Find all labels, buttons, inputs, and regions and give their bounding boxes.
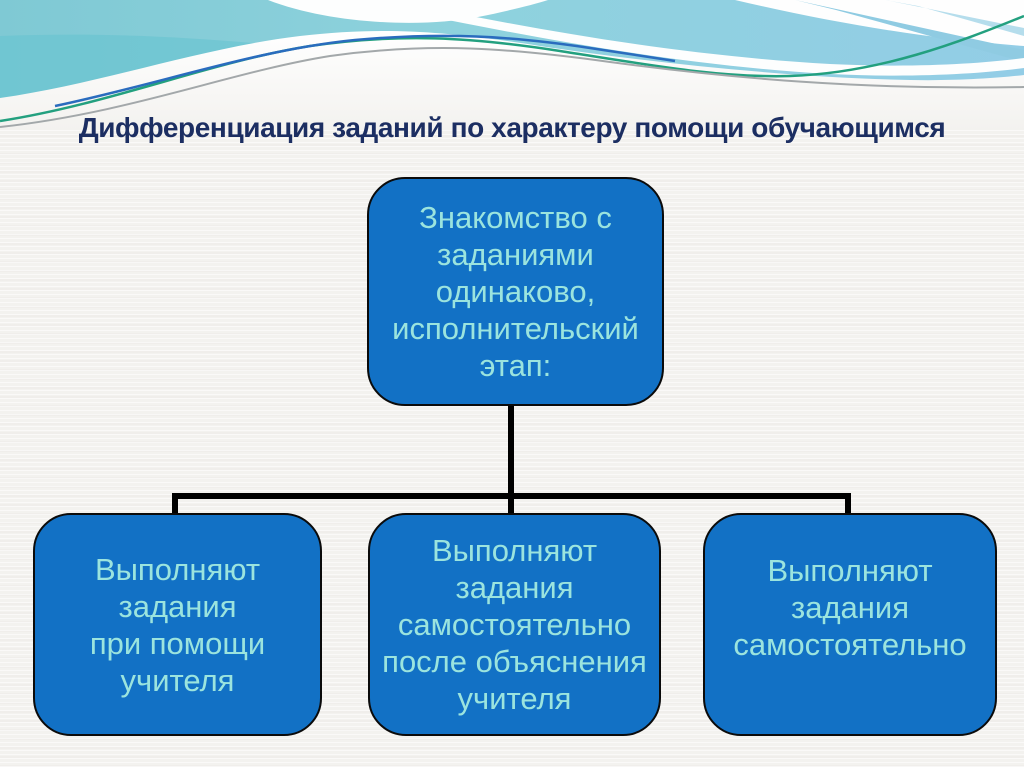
- header-wave-decoration: [0, 0, 1024, 130]
- child-node-independently: Выполняют задания самостоятельно: [703, 513, 997, 736]
- wave-accent-line-blue: [54, 34, 676, 108]
- connector-stub-left: [172, 493, 178, 517]
- wave-top-left-ribbon: [268, 0, 548, 23]
- wave-middle-streak: [418, 8, 1024, 76]
- page-title: Дифференциация заданий по характеру помо…: [78, 112, 946, 143]
- wave-accent-line-gray: [0, 47, 1024, 128]
- child-node-text: Выполняют задания при помощи учителя: [89, 551, 266, 698]
- root-node-text: Знакомство с заданиями одинаково, исполн…: [392, 200, 639, 383]
- child-node-after-explanation: Выполняют задания самостоятельно после о…: [368, 513, 661, 736]
- connector-stub-center: [508, 493, 514, 517]
- connector-stub-right: [845, 493, 851, 517]
- root-node: Знакомство с заданиями одинаково, исполн…: [367, 177, 664, 406]
- child-node-help-of-teacher: Выполняют задания при помощи учителя: [33, 513, 322, 736]
- child-node-text: Выполняют задания самостоятельно: [733, 553, 967, 662]
- connector-root-vertical: [508, 400, 514, 499]
- child-node-text: Выполняют задания самостоятельно после о…: [382, 533, 647, 716]
